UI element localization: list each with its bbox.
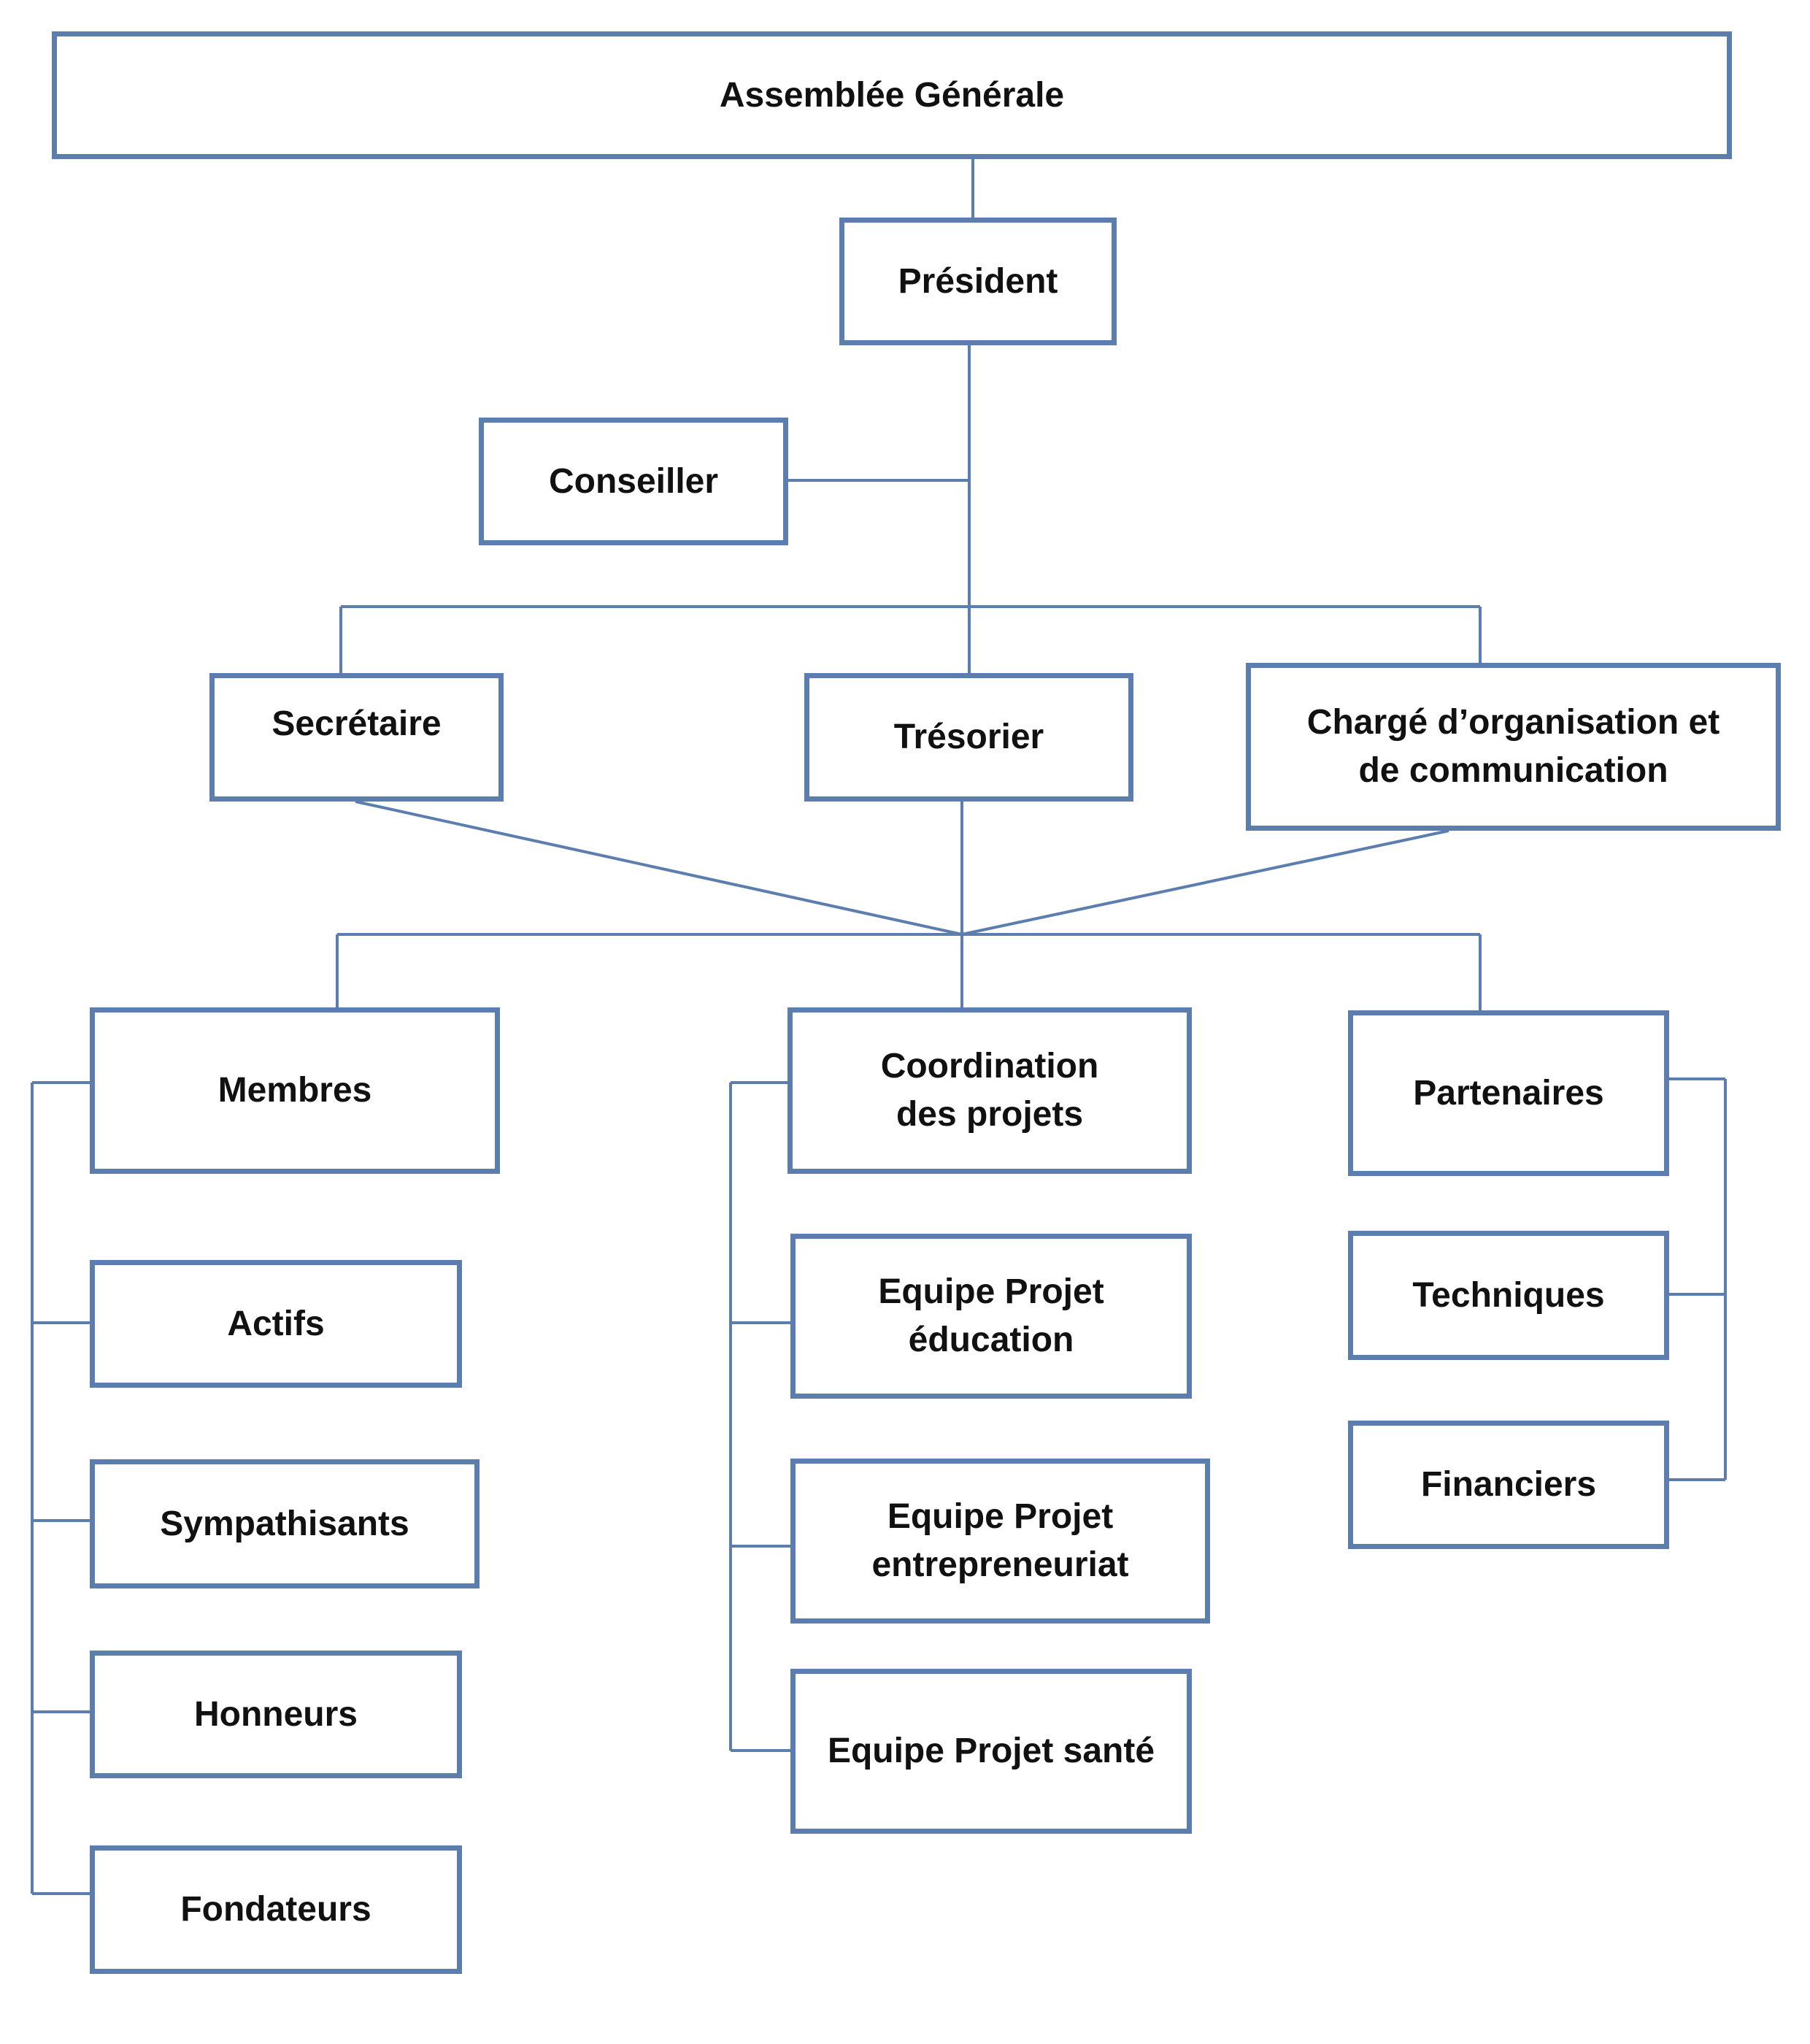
node-charge-organisation-communication: Chargé d’organisation et de communicatio… [1246,663,1781,831]
node-equipe-projet-sante: Equipe Projet santé [790,1669,1192,1834]
node-equipe-projet-entrepreneuriat: Equipe Projet entrepreneuriat [790,1459,1210,1624]
node-membres: Membres [90,1007,500,1174]
node-equipe-projet-education: Equipe Projet éducation [790,1234,1192,1399]
node-actifs: Actifs [90,1260,462,1388]
node-coordination-projets: Coordination des projets [787,1007,1192,1174]
node-financiers: Financiers [1348,1421,1669,1549]
node-tresorier: Trésorier [804,673,1133,802]
node-assemblee-generale: Assemblée Générale [52,31,1732,159]
connector-charge-hub [961,829,1449,936]
node-sympathisants: Sympathisants [90,1459,480,1588]
node-fondateurs: Fondateurs [90,1845,462,1974]
node-secretaire: Secrétaire [209,673,504,802]
node-techniques: Techniques [1348,1231,1669,1360]
node-president: Président [839,218,1117,345]
node-partenaires: Partenaires [1348,1010,1669,1176]
node-honneurs: Honneurs [90,1651,462,1778]
connector-secretaire-hub [355,800,963,936]
node-conseiller: Conseiller [479,418,788,545]
